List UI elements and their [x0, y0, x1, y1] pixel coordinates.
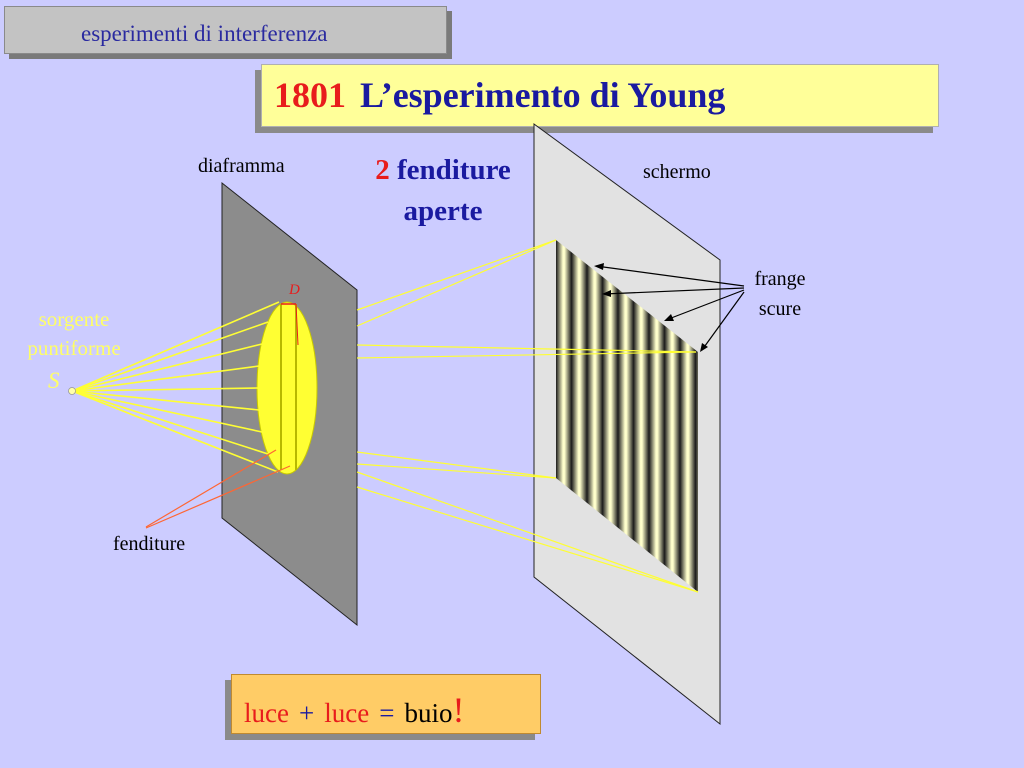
incident-rays — [71, 301, 280, 473]
title-year: 1801 — [274, 75, 346, 115]
source-label-line1: sorgente — [39, 307, 110, 331]
formula-luce-2: luce — [324, 698, 370, 728]
source-label-line2: puntiforme — [27, 336, 120, 360]
title-main: L’esperimento di Young — [360, 75, 726, 115]
diaphragm-label: diaframma — [198, 155, 285, 177]
diffracted-rays — [356, 239, 699, 593]
source-symbol: S — [48, 368, 60, 393]
formula-banner: luce + luce = buio! — [231, 674, 541, 734]
slits-count: 2 — [375, 154, 390, 186]
page-title: 1801 L’esperimento di Young — [274, 74, 725, 116]
dark-fringes-line1: frange — [754, 268, 805, 290]
point-source — [68, 387, 76, 395]
slit-separation-tick — [295, 303, 299, 346]
topic-banner: esperimenti di interferenza — [4, 6, 447, 54]
fringe-pattern — [556, 240, 698, 592]
screen-label: schermo — [643, 161, 711, 183]
slit-separation-label: D — [288, 282, 300, 298]
dark-fringes-line2: scure — [759, 298, 801, 320]
slits-open-line1: 2 fenditure — [375, 154, 511, 186]
illuminated-spot — [256, 301, 318, 475]
fringe-arrowheads — [594, 263, 708, 352]
slit-leader-lines — [145, 449, 291, 529]
slits-open-line2: aperte — [404, 195, 483, 227]
topic-label: esperimenti di interferenza — [81, 21, 328, 46]
formula-plus: + — [298, 698, 315, 728]
title-banner: 1801 L’esperimento di Young — [261, 64, 939, 127]
formula-buio: buio — [404, 698, 453, 728]
formula-luce-1: luce — [244, 698, 289, 728]
slits-word: fenditure — [397, 154, 511, 186]
formula-exclamation: ! — [452, 690, 465, 730]
formula: luce + luce = buio! — [244, 689, 464, 731]
slits-label: fenditure — [113, 533, 185, 555]
fringe-arrows — [595, 265, 745, 351]
formula-equals: = — [379, 698, 395, 728]
